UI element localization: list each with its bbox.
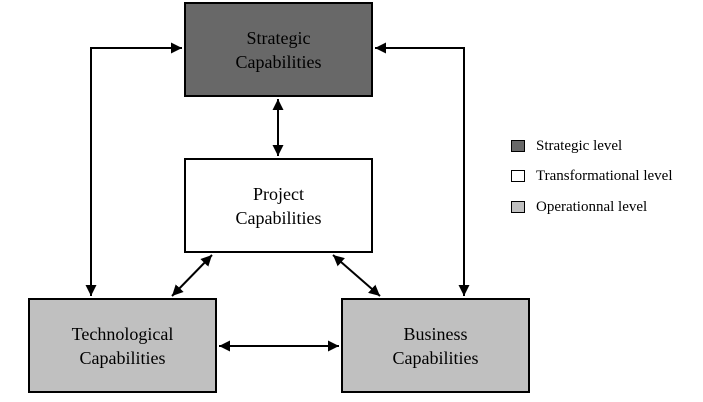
node-strategic-capabilities: Strategic Capabilities	[184, 2, 373, 97]
node-project-line2: Capabilities	[235, 207, 322, 228]
legend-label-strategic: Strategic level	[536, 138, 623, 154]
edge-project-business	[332, 254, 381, 297]
node-business-line1: Business	[403, 323, 468, 344]
node-business-line2: Capabilities	[392, 347, 479, 368]
legend-swatch-transformational	[511, 170, 525, 182]
node-project-capabilities: Project Capabilities	[184, 158, 373, 253]
node-business-label: Business Capabilities	[393, 322, 479, 370]
node-project-label: Project Capabilities	[236, 182, 322, 230]
edge-strategic-technological	[85, 42, 182, 296]
edge-project-technological	[171, 254, 213, 297]
legend-label-operational: Operationnal level	[536, 199, 648, 215]
node-strategic-line2: Capabilities	[235, 51, 322, 72]
legend-swatch-operational	[511, 201, 525, 213]
edge-strategic-business	[375, 42, 470, 296]
node-strategic-line1: Strategic	[246, 27, 311, 48]
node-technological-line2: Capabilities	[79, 347, 166, 368]
node-business-capabilities: Business Capabilities	[341, 298, 530, 393]
node-strategic-label: Strategic Capabilities	[236, 26, 322, 74]
node-technological-label: Technological Capabilities	[72, 322, 174, 370]
node-technological-line1: Technological	[71, 323, 174, 344]
legend-label-transformational: Transformational level	[536, 168, 673, 184]
node-technological-capabilities: Technological Capabilities	[28, 298, 217, 393]
legend-swatch-strategic	[511, 140, 525, 152]
node-project-line1: Project	[252, 183, 304, 204]
